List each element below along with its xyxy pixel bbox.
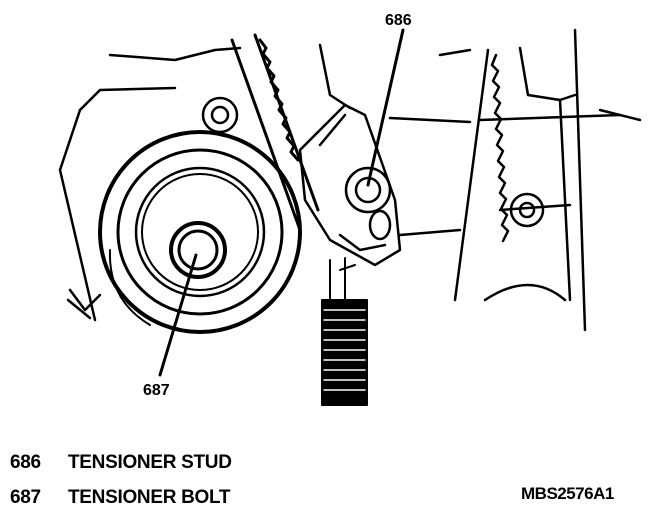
figure-code: MBS2576A1 [521,484,614,503]
timing-belt [230,33,320,232]
tensioner-bracket [298,103,402,267]
legend-number: 687 [10,487,41,508]
legend-label: TENSIONER BOLT [68,487,231,508]
tensioner-pulley [98,130,302,334]
legend-row: 687 TENSIONER BOLT [10,487,231,509]
leader-lines [158,28,405,377]
legend-label: TENSIONER STUD [68,452,232,473]
leader-line-686 [366,28,405,187]
tension-gauge [321,257,368,406]
legend-row: 686 TENSIONER STUD [10,452,232,474]
left-bracket [58,108,102,322]
callout-686: 686 [385,12,412,29]
callout-687: 687 [143,382,170,399]
leader-line-687 [158,253,198,377]
timing-chain [453,48,510,302]
engine-bolt [509,192,545,228]
legend-number: 686 [10,452,41,473]
idler-bolt [201,96,239,134]
